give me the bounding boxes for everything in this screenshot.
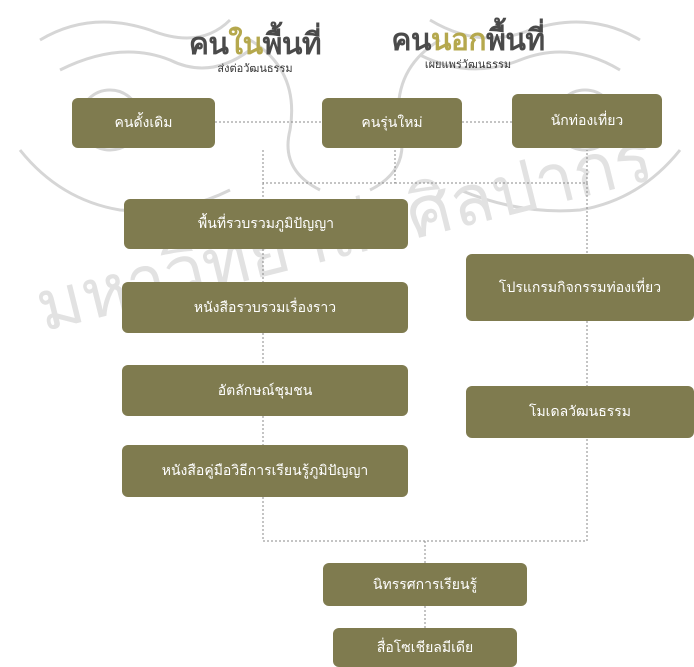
box-social-media: สื่อโซเชียลมีเดีย (333, 628, 517, 667)
box-wisdom-space: พื้นที่รวบรวมภูมิปัญญา (124, 199, 408, 249)
insider-title: คนในพื้นที่ (188, 27, 322, 62)
outsider-header: คนนอกพื้นที่ เผยแพร่วัฒนธรรม (368, 24, 568, 72)
box-tourists: นักท่องเที่ยว (512, 94, 662, 148)
box-new-generation: คนรุ่นใหม่ (322, 98, 462, 148)
box-story-book: หนังสือรวบรวมเรื่องราว (122, 282, 408, 333)
box-culture-model: โมเดลวัฒนธรรม (466, 386, 694, 438)
box-community-identity: อัตลักษณ์ชุมชน (122, 365, 408, 416)
connector-bracket-right (395, 150, 588, 184)
insider-subtitle: ส่งต่อวัฒนธรรม (217, 62, 293, 75)
box-original-people: คนดั้งเดิม (72, 98, 215, 148)
box-tour-program: โปรแกรมกิจกรรมท่องเที่ยว (466, 254, 694, 321)
outsider-subtitle: เผยแพร่วัฒนธรรม (424, 58, 512, 71)
connector-bracket-left (262, 150, 396, 184)
insider-header: คนในพื้นที่ ส่งต่อวัฒนธรรม (160, 28, 350, 76)
box-learning-handbook: หนังสือคู่มือวิธีการเรียนรู้ภูมิปัญญา (122, 445, 408, 497)
outsider-title: คนนอกพื้นที่ (391, 23, 545, 58)
box-learning-exhibition: นิทรรศการเรียนรู้ (323, 563, 527, 606)
